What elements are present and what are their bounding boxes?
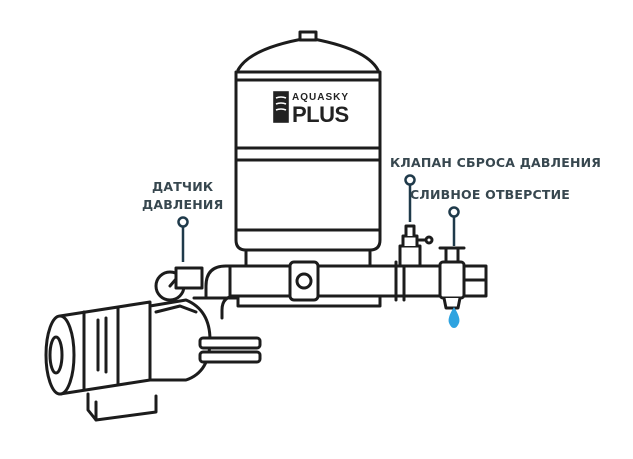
drain-label: СЛИВНОЕ ОТВЕРСТИЕ [410,187,571,202]
drain-valve [438,246,488,310]
brand-sub: PLUS [292,102,349,127]
outlet-pipe [192,264,238,320]
pressure-sensor-label-line1: ДАТЧИК [152,179,214,194]
pressure-sensor-pointer-dot [177,216,189,228]
pump [44,298,262,422]
pressure-gauge [154,266,204,312]
callout-pointers [177,174,460,262]
relief-valve [398,224,434,268]
water-drop-icon [448,307,460,328]
drain-pointer-dot [448,206,460,218]
aquasky-logo-icon [273,91,289,123]
relief-valve-pointer-dot [404,174,416,186]
pressure-sensor-label-line2: ДАВЛЕНИЯ [142,197,224,212]
brand-name: AQUASKY [292,92,350,103]
relief-valve-label: КЛАПАН СБРОСА ДАВЛЕНИЯ [390,155,602,170]
